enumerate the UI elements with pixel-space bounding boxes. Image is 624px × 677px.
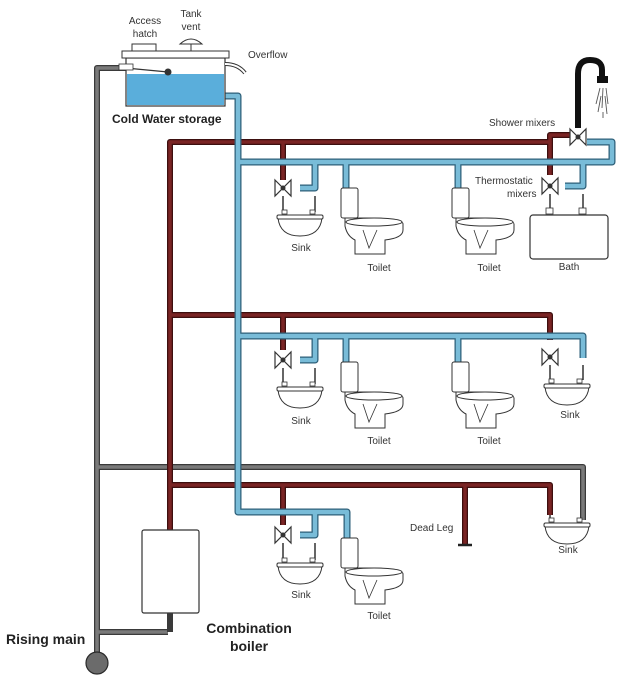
thermostatic-label-1: Thermostatic (475, 176, 533, 187)
boiler-icon (141, 529, 200, 614)
sink-label: Sink (291, 243, 311, 254)
rising-main-supply (85, 651, 109, 675)
rising-main-label: Rising main (6, 631, 85, 647)
valve-drops (282, 194, 584, 560)
combination-boiler-label-1: Combination (206, 620, 292, 636)
toilet-icon (340, 187, 404, 255)
sink-icon (543, 517, 591, 545)
toilet-label: Toilet (367, 263, 391, 274)
toilet-icon (340, 537, 404, 605)
toilet-label: Toilet (367, 436, 391, 447)
valve-icon (569, 128, 587, 146)
toilet-icon (340, 361, 404, 429)
valve-icon (541, 348, 559, 366)
toilet-label: Toilet (477, 263, 501, 274)
bath-label: Bath (559, 262, 580, 273)
toilet-icon (451, 187, 515, 255)
access-hatch-label-2: hatch (133, 29, 157, 40)
sink-label: Sink (558, 545, 578, 556)
sink-icon (276, 209, 324, 237)
valve-icon (541, 177, 559, 195)
dead-leg-label: Dead Leg (410, 523, 453, 534)
sink-icon (276, 557, 324, 585)
valve-icon (274, 179, 292, 197)
combination-boiler-label-2: boiler (230, 638, 269, 654)
thermostatic-label-2: mixers (507, 189, 536, 200)
cold-water-storage-label: Cold Water storage (112, 112, 222, 126)
sink-icon (543, 378, 591, 406)
sink-label: Sink (291, 416, 311, 427)
shower-mixers-label: Shower mixers (489, 118, 555, 129)
toilet-label: Toilet (367, 611, 391, 622)
toilet-label: Toilet (477, 436, 501, 447)
toilet-icon (451, 361, 515, 429)
rising-main-pipe-fill (95, 66, 585, 662)
access-hatch-label-1: Access (129, 16, 161, 27)
tank-vent-label-2: vent (182, 22, 201, 33)
valve-icon (274, 351, 292, 369)
shower-head-icon (575, 56, 609, 128)
sink-label: Sink (291, 590, 311, 601)
sink-label: Sink (560, 410, 580, 421)
cold-pipes-fill (225, 93, 615, 540)
sink-icon (276, 381, 324, 409)
overflow-label: Overflow (248, 50, 288, 61)
bath-icon (529, 207, 609, 260)
tank-vent-label-1: Tank (180, 9, 202, 20)
valve-icon (274, 526, 292, 544)
tank-icon (118, 38, 247, 107)
